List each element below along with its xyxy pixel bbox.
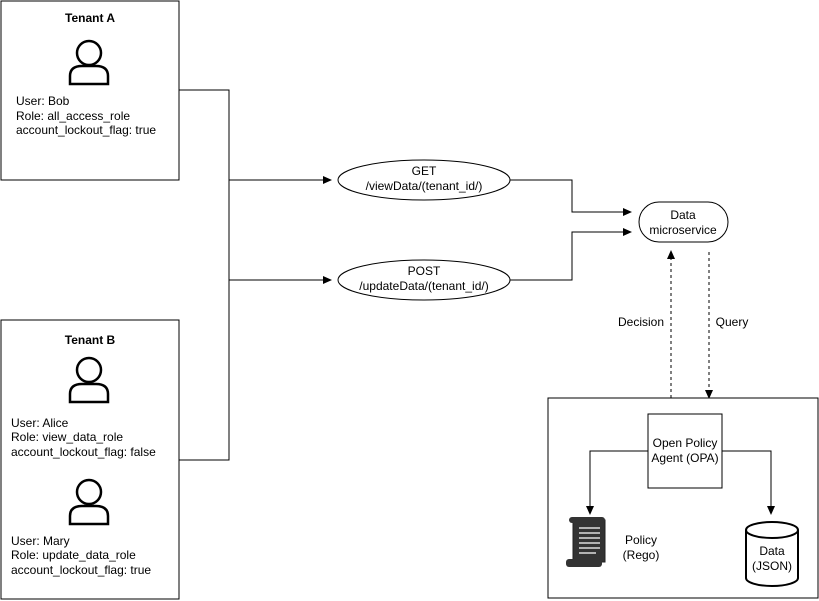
mary-flag-label: account_lockout_flag: true <box>11 563 151 577</box>
bob-user-label: User: Bob <box>16 94 70 108</box>
tenant-a-title: Tenant A <box>65 11 115 25</box>
data-store-cylinder-icon <box>745 521 799 587</box>
alice-role-label: Role: view_data_role <box>11 430 123 444</box>
user-alice-icon <box>68 356 110 404</box>
bob-flag-label: account_lockout_flag: true <box>16 123 156 137</box>
request-connectors <box>510 179 632 281</box>
mary-user-label: User: Mary <box>11 534 70 548</box>
opa-edges <box>667 250 713 399</box>
decision-label-bg <box>613 312 668 330</box>
alice-user-label: User: Alice <box>11 416 69 430</box>
post-method-label: POST <box>408 264 441 278</box>
opa-node <box>647 413 723 489</box>
get-path-label: /viewData/(tenant_id/) <box>366 179 483 193</box>
alice-flag-label: account_lockout_flag: false <box>11 445 156 459</box>
user-bob-icon <box>68 39 110 86</box>
query-label: Query <box>716 315 749 329</box>
opa-line1: Open Policy <box>653 436 718 450</box>
tenant-b-title: Tenant B <box>65 333 116 347</box>
data-store-line2: (JSON) <box>752 559 792 573</box>
bob-role-label: Role: all_access_role <box>16 109 130 123</box>
data-store-line1: Data <box>759 544 785 558</box>
microservice-line2: microservice <box>649 223 717 237</box>
opa-line2: Agent (OPA) <box>651 451 718 465</box>
microservice-line1: Data <box>670 208 696 222</box>
tenant-a-box <box>0 0 180 181</box>
opa-child-connectors <box>586 450 775 515</box>
mary-role-label: Role: update_data_role <box>11 548 136 562</box>
get-method-label: GET <box>412 164 437 178</box>
policy-line1: Policy <box>625 533 657 547</box>
post-path-label: /updateData/(tenant_id/) <box>359 279 488 293</box>
decision-label: Decision <box>618 315 664 329</box>
tenant-connectors <box>179 89 332 461</box>
policy-line2: (Rego) <box>623 548 660 562</box>
user-mary-icon <box>68 478 110 526</box>
policy-scroll-icon <box>566 517 606 567</box>
data-microservice-node <box>638 201 729 243</box>
